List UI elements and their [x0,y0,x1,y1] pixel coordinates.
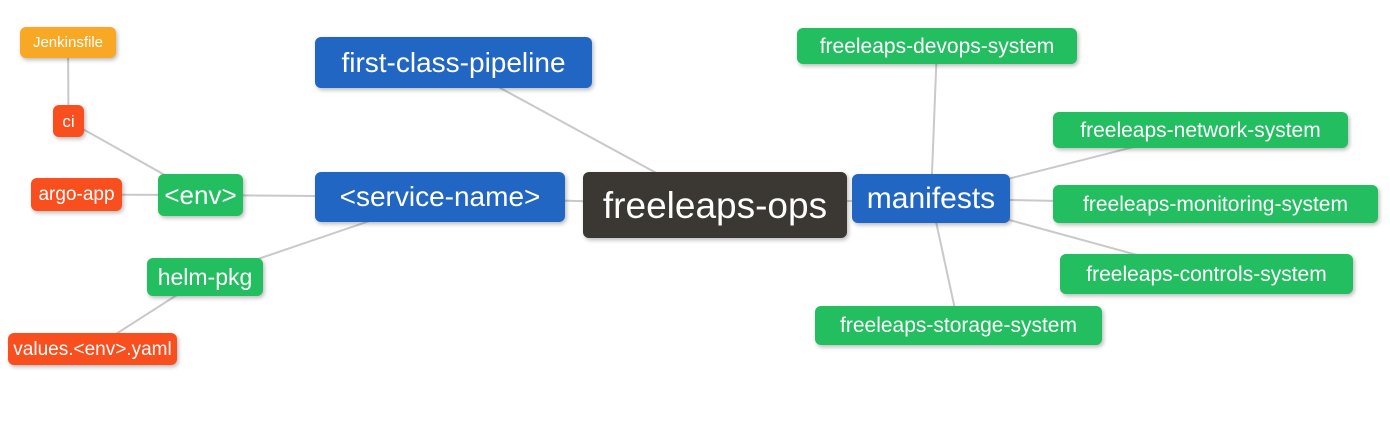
node-first-class-pipeline[interactable]: first-class-pipeline [315,37,592,88]
node-helm-pkg[interactable]: helm-pkg [147,258,263,296]
node-argo-app[interactable]: argo-app [31,178,122,211]
node-manifests[interactable]: manifests [852,174,1010,223]
node-label-storage-system: freeleaps-storage-system [840,314,1077,337]
node-service-name[interactable]: <service-name> [315,172,565,222]
node-label-jenkinsfile: Jenkinsfile [32,34,104,51]
node-label-monitoring-system: freeleaps-monitoring-system [1083,192,1348,216]
node-monitoring-system[interactable]: freeleaps-monitoring-system [1053,185,1378,223]
node-label-manifests: manifests [866,181,996,215]
node-label-controls-system: freeleaps-controls-system [1086,262,1327,286]
node-label-service-name: <service-name> [339,181,541,212]
node-label-env: <env> [164,180,237,210]
node-label-ci: ci [62,111,75,131]
node-env[interactable]: <env> [158,174,243,216]
node-devops-system[interactable]: freeleaps-devops-system [797,28,1077,64]
node-label-argo-app: argo-app [38,184,115,205]
node-ci[interactable]: ci [53,105,84,137]
node-label-devops-system: freeleaps-devops-system [819,34,1055,58]
node-controls-system[interactable]: freeleaps-controls-system [1060,254,1353,294]
node-freeleaps-ops[interactable]: freeleaps-ops [583,172,847,238]
node-values-env-yaml[interactable]: values.<env>.yaml [8,333,177,365]
node-network-system[interactable]: freeleaps-network-system [1053,112,1348,148]
node-label-helm-pkg: helm-pkg [157,263,253,290]
node-label-first-class-pipeline: first-class-pipeline [341,46,566,78]
node-label-values-env-yaml: values.<env>.yaml [13,338,172,360]
node-jenkinsfile[interactable]: Jenkinsfile [20,27,116,58]
node-storage-system[interactable]: freeleaps-storage-system [815,306,1102,345]
node-label-network-system: freeleaps-network-system [1080,118,1321,142]
node-label-freeleaps-ops: freeleaps-ops [602,184,828,226]
